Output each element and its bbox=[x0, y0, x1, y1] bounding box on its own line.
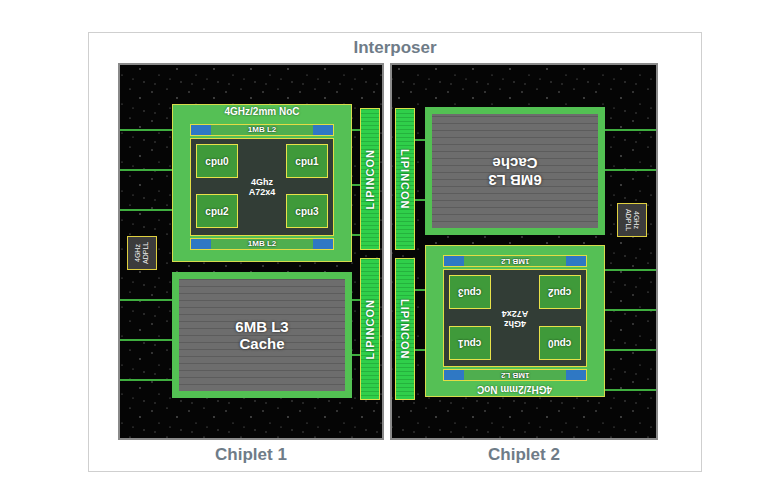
l2-cache-bar: 1MB L2 bbox=[190, 124, 334, 136]
l2-label: 1MB L2 bbox=[501, 370, 529, 380]
green-stub bbox=[352, 234, 360, 236]
cpu-core: cpu2 bbox=[196, 194, 238, 228]
cluster-label: 4Ghz A72x4 bbox=[497, 308, 533, 329]
cpu-core: cpu3 bbox=[286, 194, 328, 228]
lipincon-label: LIPINCON bbox=[364, 299, 376, 360]
chiplet-label: Chiplet 2 bbox=[488, 445, 560, 465]
interposer-label: Interposer bbox=[353, 38, 436, 58]
cpu-core: cpu0 bbox=[196, 144, 238, 178]
l2-label: 1MB L2 bbox=[248, 239, 276, 249]
l2-cache-bar: 1MB L2 bbox=[443, 369, 587, 381]
lipincon-label: LIPINCON bbox=[399, 299, 411, 360]
cpu-label: cpu1 bbox=[458, 338, 481, 349]
l2-label: 1MB L2 bbox=[248, 125, 276, 135]
cpu-core: cpu2 bbox=[539, 275, 581, 309]
cpu-core: cpu3 bbox=[449, 275, 491, 309]
adpll-block: 4GHz ADPLL bbox=[617, 203, 647, 237]
chiplet-label: Chiplet 1 bbox=[215, 445, 287, 465]
green-stub bbox=[415, 139, 425, 141]
green-stub bbox=[415, 349, 425, 351]
cpu-core: cpu1 bbox=[286, 144, 328, 178]
cpu-label: cpu3 bbox=[295, 206, 318, 217]
cpu-core: cpu0 bbox=[539, 326, 581, 360]
chiplet-die: Chiplet 14GHz/2mm NoC1MB L24Ghz A72x4cpu… bbox=[118, 63, 384, 440]
cpu-cluster: 4Ghz A72x4 cpu0 cpu1 cpu2 cpu3 bbox=[190, 138, 334, 236]
green-stub bbox=[605, 349, 656, 351]
green-stub bbox=[352, 184, 360, 186]
lipincon-label: LIPINCON bbox=[364, 149, 376, 210]
cpu-label: cpu0 bbox=[548, 338, 571, 349]
green-stub bbox=[605, 269, 656, 271]
adpll-label: 4GHz ADPLL bbox=[624, 206, 639, 234]
green-stub bbox=[605, 169, 656, 171]
adpll-label: 4GHz ADPLL bbox=[134, 239, 149, 267]
green-stub bbox=[120, 209, 172, 211]
chiplet-die: Chiplet 2LIPINCONLIPINCON6MB L3 Cache4GH… bbox=[390, 63, 658, 440]
l3-label: 6MB L3 Cache bbox=[486, 154, 544, 189]
lipincon-strip: LIPINCON bbox=[395, 258, 415, 400]
die-ground bbox=[118, 63, 384, 440]
cpu-label: cpu1 bbox=[295, 156, 318, 167]
green-stub bbox=[352, 129, 360, 131]
green-stub bbox=[605, 129, 656, 131]
l2-cache-bar: 1MB L2 bbox=[190, 238, 334, 250]
lipincon-strip: LIPINCON bbox=[360, 108, 380, 250]
adpll-block: 4GHz ADPLL bbox=[127, 236, 157, 270]
die-texture bbox=[118, 63, 384, 440]
cpu-label: cpu3 bbox=[458, 287, 481, 298]
cluster-label: 4Ghz A72x4 bbox=[244, 177, 280, 198]
green-stub bbox=[120, 129, 172, 131]
green-stub bbox=[605, 389, 656, 391]
noc-label: 4GHz/2mm NoC bbox=[477, 383, 552, 396]
cpu-label: cpu0 bbox=[205, 156, 228, 167]
die-ground bbox=[390, 63, 658, 440]
cpu-label: cpu2 bbox=[205, 206, 228, 217]
l3-label: 6MB L3 Cache bbox=[233, 318, 291, 353]
green-stub bbox=[605, 309, 656, 311]
green-stub bbox=[352, 354, 360, 356]
lipincon-label: LIPINCON bbox=[399, 149, 411, 210]
green-stub bbox=[120, 339, 172, 341]
green-stub bbox=[120, 379, 172, 381]
die-texture bbox=[390, 63, 658, 440]
green-stub bbox=[415, 199, 425, 201]
cpu-core: cpu1 bbox=[449, 326, 491, 360]
l3-cache-block: 6MB L3 Cache bbox=[172, 272, 352, 398]
cpu-label: cpu2 bbox=[548, 287, 571, 298]
l2-label: 1MB L2 bbox=[501, 256, 529, 266]
lipincon-strip: LIPINCON bbox=[360, 258, 380, 400]
interposer-box: InterposerChiplet 1 4GHz/2mm NoC 1MB L2 4Gh… bbox=[88, 32, 702, 472]
noc-region: 4GHz/2mm NoC 1MB L2 4Ghz A72x4 cpu0 cpu1 cpu2… bbox=[172, 104, 352, 262]
green-stub bbox=[120, 169, 172, 171]
l2-cache-bar: 1MB L2 bbox=[443, 255, 587, 267]
green-stub bbox=[415, 289, 425, 291]
cpu-cluster: 4Ghz A72x4 cpu3 cpu2 cpu1 cpu0 bbox=[443, 269, 587, 367]
noc-region: 4GHz/2mm NoC 1MB L2 4Ghz A72x4 cpu3 cpu2 cpu1… bbox=[425, 245, 605, 397]
green-stub bbox=[120, 299, 172, 301]
noc-label: 4GHz/2mm NoC bbox=[224, 105, 299, 118]
lipincon-strip: LIPINCON bbox=[395, 108, 415, 250]
l3-cache-block: 6MB L3 Cache bbox=[425, 107, 605, 235]
green-stub bbox=[352, 299, 360, 301]
